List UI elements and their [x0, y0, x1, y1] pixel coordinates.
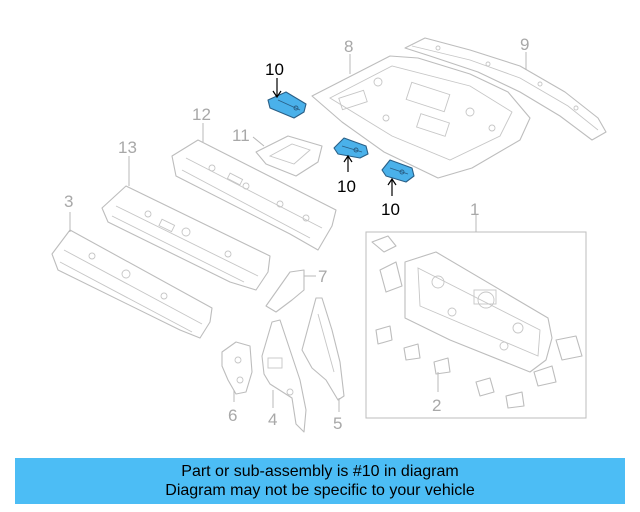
parts-diagram: 1 2 3 4 5 6 7 8 9 10 10 10 11 12 13: [51, 35, 607, 433]
part-3-floor-extension: [51, 229, 213, 339]
part-10-bracket-b: [333, 137, 369, 159]
part-7-bracket: [265, 269, 305, 313]
part-8-parcel-shelf: [311, 55, 531, 179]
part-13-floor-member: [101, 185, 271, 291]
callout-10a: 10: [265, 60, 284, 79]
part-9-roof-rail: [404, 37, 607, 141]
callout-2: 2: [432, 396, 441, 415]
callout-1: 1: [470, 200, 479, 219]
leader-11: [252, 136, 265, 147]
info-banner: Part or sub-assembly is #10 in diagram D…: [15, 458, 625, 504]
callout-7: 7: [318, 267, 327, 286]
part-12-cross-member: [171, 139, 337, 251]
callout-3: 3: [64, 192, 73, 211]
callout-10c: 10: [381, 200, 400, 219]
part-1-rear-panel-group: [365, 231, 587, 419]
part-6-bracket: [221, 341, 253, 395]
part-10-bracket-c: [381, 159, 415, 183]
leader-10b: [343, 154, 353, 172]
banner-line-2: Diagram may not be specific to your vehi…: [165, 482, 475, 499]
part-4-panel: [261, 319, 307, 433]
callout-4: 4: [268, 410, 277, 429]
callout-12: 12: [192, 105, 211, 124]
callout-9: 9: [520, 35, 529, 54]
part-11-bracket: [255, 135, 323, 177]
leader-10c: [387, 177, 397, 196]
part-5-panel: [301, 297, 345, 401]
banner-line-1: Part or sub-assembly is #10 in diagram: [181, 463, 459, 480]
callout-8: 8: [344, 37, 353, 56]
part-10-bracket-a: [267, 91, 307, 119]
callout-13: 13: [118, 138, 137, 157]
leader-10a: [272, 78, 282, 99]
callout-6: 6: [228, 406, 237, 425]
callout-11: 11: [232, 126, 250, 145]
callout-10b: 10: [337, 177, 356, 196]
callout-5: 5: [333, 414, 342, 433]
